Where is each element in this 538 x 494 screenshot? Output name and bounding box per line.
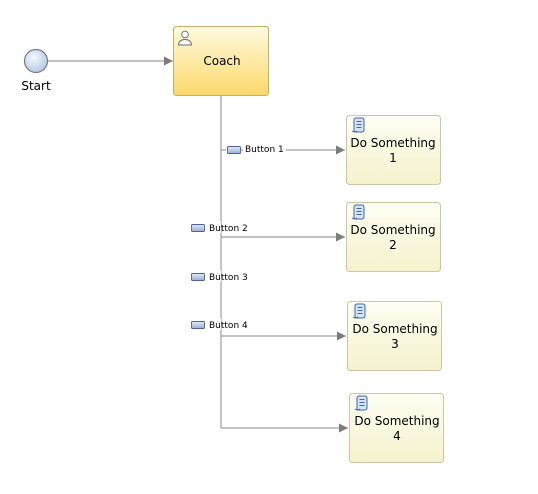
script-icon	[354, 395, 368, 411]
button-icon	[191, 224, 205, 232]
button-label-2[interactable]: Button 2	[191, 221, 248, 234]
button-label-text: Button 2	[209, 224, 248, 234]
connectors	[48, 56, 348, 433]
person-icon	[178, 30, 192, 46]
task-label-line1: Do Something	[350, 223, 435, 237]
button-label-text: Button 3	[209, 273, 248, 283]
script-icon	[351, 204, 365, 220]
script-icon	[352, 303, 366, 319]
task-node-3[interactable]: Do Something 3	[347, 301, 442, 371]
button-label-3[interactable]: Button 3	[191, 270, 248, 283]
button-icon	[191, 273, 205, 281]
coach-label: Coach	[203, 54, 240, 68]
task-node-1[interactable]: Do Something 1	[346, 115, 441, 185]
task-label-line1: Do Something	[354, 414, 439, 428]
task-box-1[interactable]	[346, 115, 441, 185]
task-label-line2: 4	[393, 429, 401, 443]
task-box-2[interactable]	[346, 202, 441, 272]
button-label-1[interactable]: Button 1	[226, 143, 286, 155]
coach-box[interactable]	[173, 26, 269, 96]
task-label-line1: Do Something	[352, 322, 437, 336]
task-box-4[interactable]	[349, 393, 444, 463]
start-label: Start	[21, 79, 51, 93]
task-node-2[interactable]: Do Something 2	[346, 202, 441, 272]
start-circle[interactable]	[23, 48, 49, 74]
button-icon	[227, 146, 241, 154]
task-label-line2: 2	[389, 238, 397, 252]
start-event[interactable]: Start	[21, 48, 51, 94]
task-label-line2: 1	[389, 151, 397, 165]
coach-node[interactable]: Coach	[173, 26, 269, 96]
task-box-3[interactable]	[347, 301, 442, 371]
button-icon	[191, 321, 205, 329]
button-label-text: Button 1	[245, 145, 284, 155]
task-label-line2: 3	[391, 337, 399, 351]
script-icon	[351, 117, 365, 133]
task-node-4[interactable]: Do Something 4	[349, 393, 444, 463]
button-label-4[interactable]: Button 4	[191, 318, 249, 331]
button-label-text: Button 4	[209, 321, 248, 331]
task-label-line1: Do Something	[350, 136, 435, 150]
